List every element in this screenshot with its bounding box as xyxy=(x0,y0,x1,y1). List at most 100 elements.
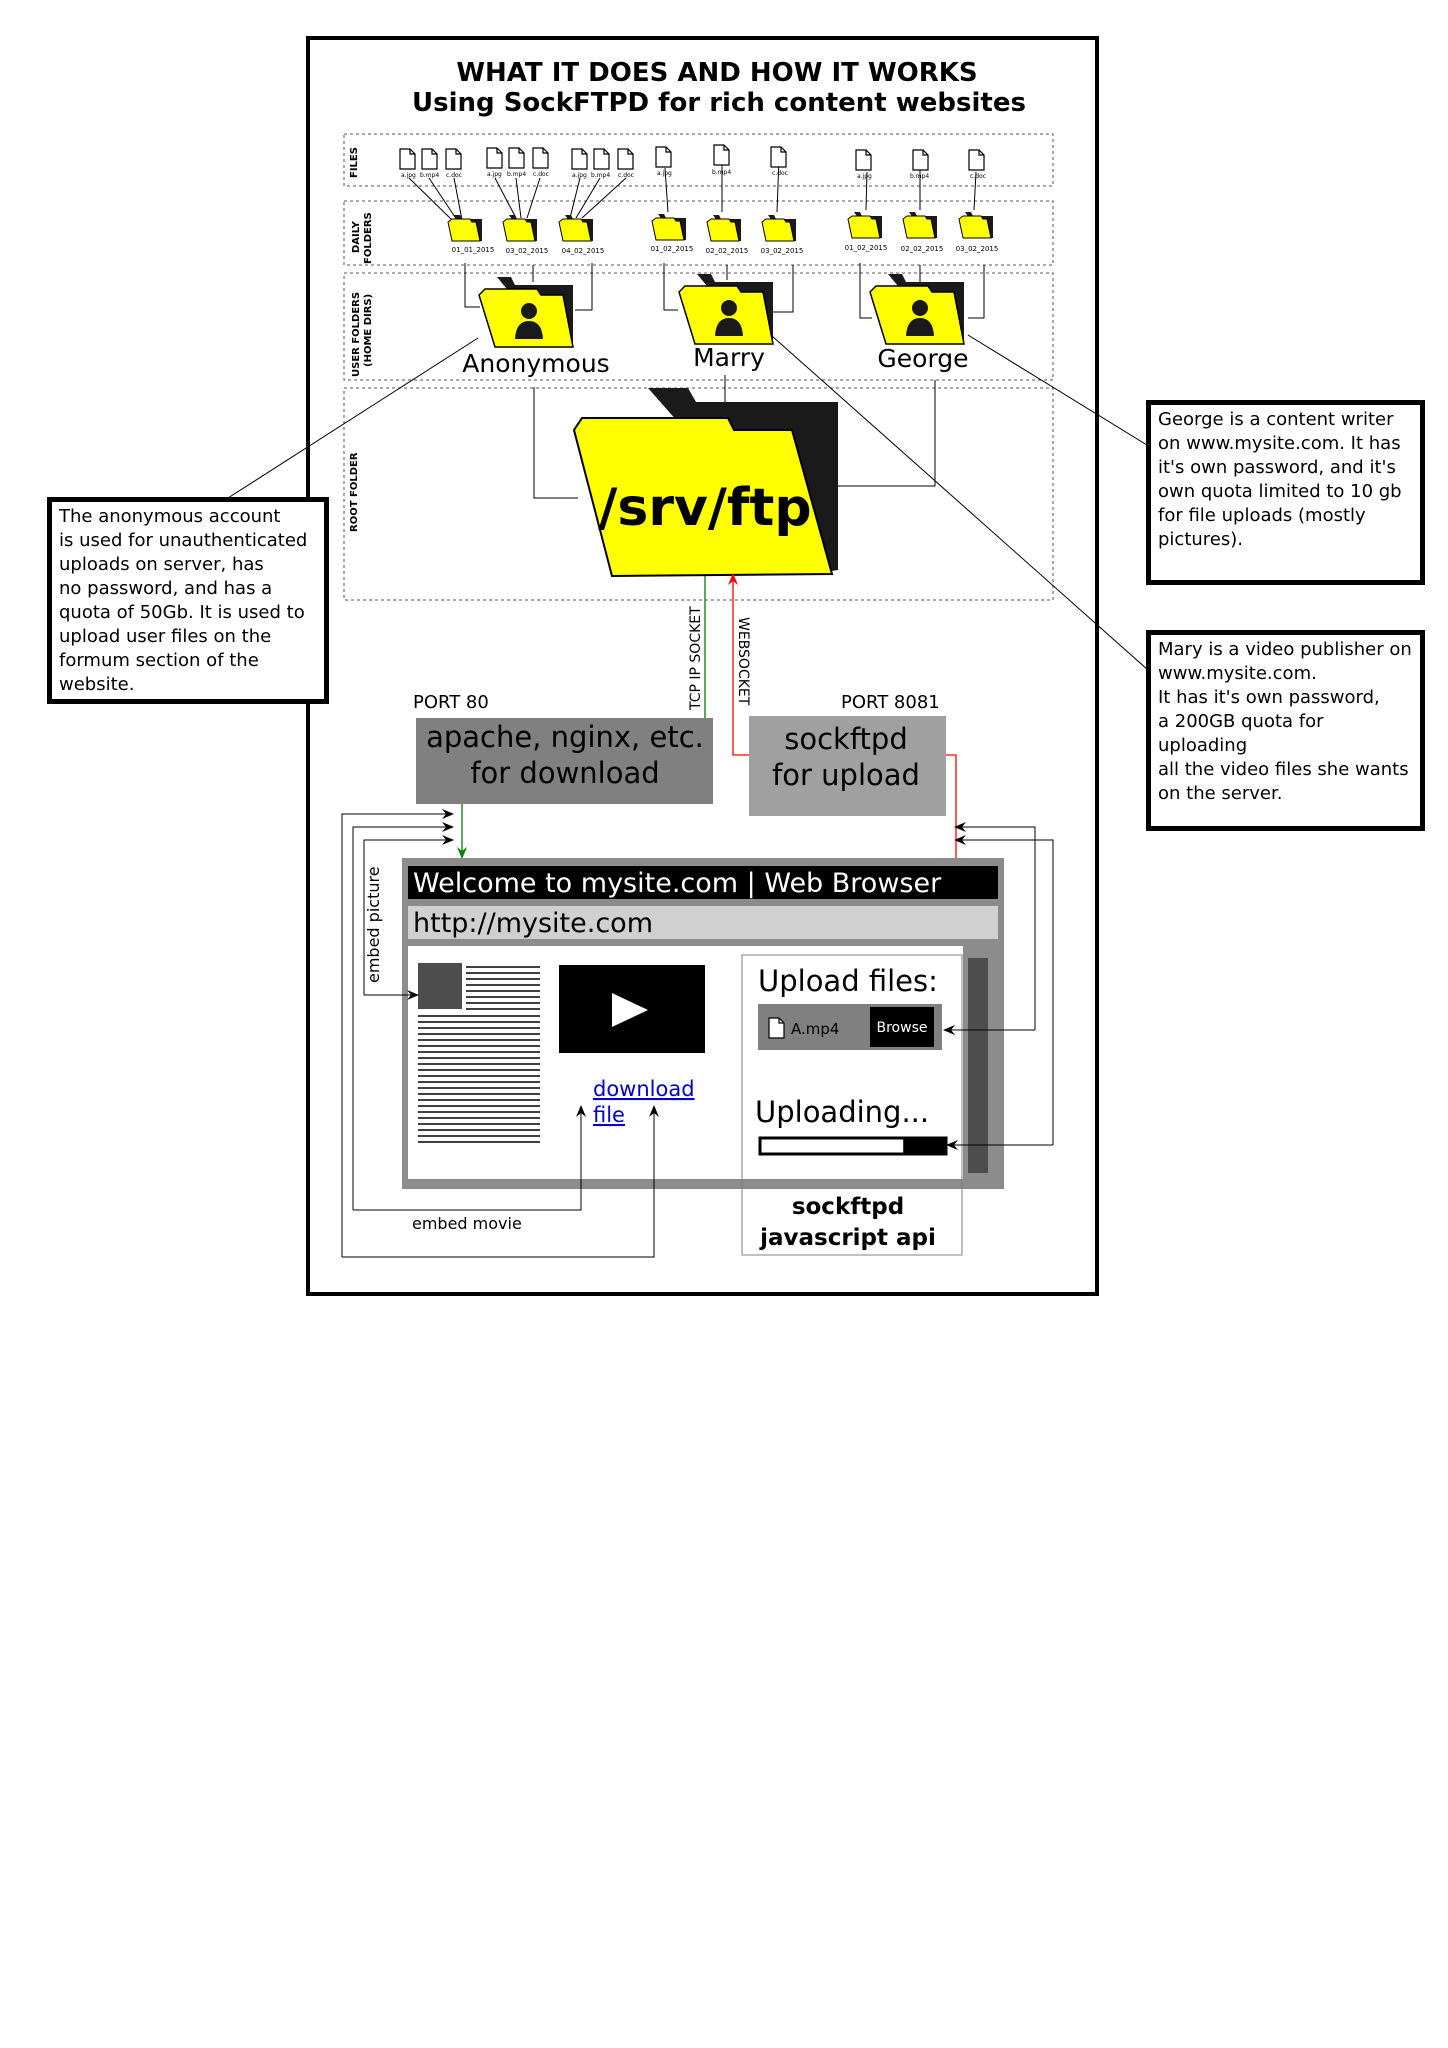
file-icon xyxy=(912,149,929,171)
file-label: b.mp4 xyxy=(591,172,610,179)
folder-icon xyxy=(847,211,883,239)
root-folder-label: /srv/ftp xyxy=(598,478,811,538)
download-link-line1[interactable]: download xyxy=(593,1077,695,1101)
daily-folder-label: 04_02_2015 xyxy=(562,247,605,255)
folder-icon xyxy=(706,214,742,242)
daily-folders: 01_01_2015 03_02_2015 04_02_2015 01_02_2… xyxy=(447,211,999,255)
anonymous-account-note: The anonymous account is used for unauth… xyxy=(47,497,329,704)
selected-file-name: A.mp4 xyxy=(791,1020,839,1038)
file-icon xyxy=(445,148,462,170)
file-icon xyxy=(593,148,610,170)
file-icon xyxy=(770,146,787,168)
user-name-george: George xyxy=(877,344,968,373)
daily-folder-label: 02_02_2015 xyxy=(706,247,749,255)
user-name-marry: Marry xyxy=(693,343,765,372)
daily-folder-label: 03_02_2015 xyxy=(956,245,999,253)
api-label-line2: javascript api xyxy=(759,1225,936,1251)
user-section-label-1: USER FOLDERS xyxy=(351,292,362,377)
daily-folders-section xyxy=(343,200,1054,266)
poster-title: WHAT IT DOES AND HOW IT WORKS xyxy=(456,58,977,88)
daily-folder-label: 03_02_2015 xyxy=(506,247,549,255)
file-icon xyxy=(486,147,503,169)
poster-subtitle: Using SockFTPD for rich content websites xyxy=(412,88,1026,118)
upload-files-title: Upload files: xyxy=(758,964,938,998)
file-label: a.jpg xyxy=(487,171,502,178)
file-icon xyxy=(713,144,730,166)
file-label: a.jpg xyxy=(401,172,416,179)
mary-account-note: Mary is a video publisher on www.mysite.… xyxy=(1146,630,1425,831)
file-icon xyxy=(399,148,416,170)
folder-icon xyxy=(558,214,594,242)
file-label: a.jpg xyxy=(572,172,587,179)
folder-icon xyxy=(447,214,483,242)
download-server-line1: apache, nginx, etc. xyxy=(426,720,704,754)
user-name-anonymous: Anonymous xyxy=(462,349,609,378)
browser-title-bar xyxy=(408,866,998,899)
daily-section-label-1: DAILY xyxy=(351,220,362,253)
file-label: b.mp4 xyxy=(712,169,731,176)
browser-scrollbar[interactable] xyxy=(968,958,988,1173)
embed-movie-label: embed movie xyxy=(412,1214,522,1233)
upload-server-line2: for upload xyxy=(772,758,920,792)
daily-folder-label: 01_02_2015 xyxy=(845,244,888,252)
folder-icon xyxy=(902,211,938,239)
embed-arrows xyxy=(341,809,1054,1258)
daily-folder-label: 01_01_2015 xyxy=(452,246,495,254)
file-label: c.doc xyxy=(446,172,462,179)
play-icon[interactable] xyxy=(612,993,648,1027)
download-server xyxy=(416,718,713,804)
upload-widget-panel xyxy=(741,954,963,1256)
browse-button[interactable] xyxy=(870,1007,934,1047)
file-icon xyxy=(571,148,588,170)
files-section-label: FILES xyxy=(349,147,360,178)
download-server-line2: for download xyxy=(470,756,659,790)
file-label: a.jpg xyxy=(657,170,672,177)
user-section-label-2: (HOME DIRS) xyxy=(363,294,374,367)
article-text-lines xyxy=(418,966,540,1143)
folder-icon xyxy=(958,211,994,239)
file-icon xyxy=(508,147,525,169)
websocket-label: WEBSOCKET xyxy=(735,617,751,706)
file-label: c.doc xyxy=(618,172,634,179)
download-link-line2[interactable]: file xyxy=(593,1103,625,1127)
upload-server-line1: sockftpd xyxy=(784,722,907,756)
files-section xyxy=(343,133,1054,187)
file-label: c.doc xyxy=(970,173,986,180)
daily-section-label-2: FOLDERS xyxy=(363,212,374,264)
user-folder-icon xyxy=(869,273,965,345)
root-folder-section xyxy=(343,387,1054,601)
file-icon xyxy=(421,148,438,170)
file-icon xyxy=(855,149,872,171)
folder-icon xyxy=(651,213,687,241)
callout-lines xyxy=(227,334,1149,671)
browser-url: http://mysite.com xyxy=(413,908,653,939)
files-group: a.jpg b.mp4 c.doc a.jpg b.mp4 c.doc a.jp… xyxy=(399,144,986,180)
browse-button-label: Browse xyxy=(877,1020,928,1036)
daily-folder-label: 01_02_2015 xyxy=(651,245,694,253)
download-port-label: PORT 80 xyxy=(413,692,489,713)
user-folder-icon xyxy=(678,273,774,345)
file-icon xyxy=(655,146,672,168)
file-icon xyxy=(617,148,634,170)
upload-progress-fill xyxy=(903,1138,946,1154)
file-icon xyxy=(532,147,549,169)
file-icon xyxy=(968,149,985,171)
daily-folder-label: 02_02_2015 xyxy=(901,245,944,253)
article-image xyxy=(418,963,462,1009)
upload-port-label: PORT 8081 xyxy=(841,692,940,713)
folder-icon xyxy=(761,214,797,242)
user-folder-icon xyxy=(478,276,574,348)
file-label: b.mp4 xyxy=(910,173,929,180)
api-label-line1: sockftpd xyxy=(792,1194,904,1220)
folder-icon xyxy=(502,214,538,242)
file-label: a.jpg xyxy=(857,173,872,180)
file-icon xyxy=(768,1017,785,1039)
browser-title: Welcome to mysite.com | Web Browser xyxy=(413,868,942,899)
upload-server xyxy=(749,716,946,816)
george-account-note: George is a content writer on www.mysite… xyxy=(1146,400,1425,585)
browser-url-bar[interactable] xyxy=(408,906,998,939)
root-folder-icon xyxy=(572,388,838,578)
root-section-label: ROOT FOLDER xyxy=(349,452,360,532)
file-label: b.mp4 xyxy=(507,171,526,178)
